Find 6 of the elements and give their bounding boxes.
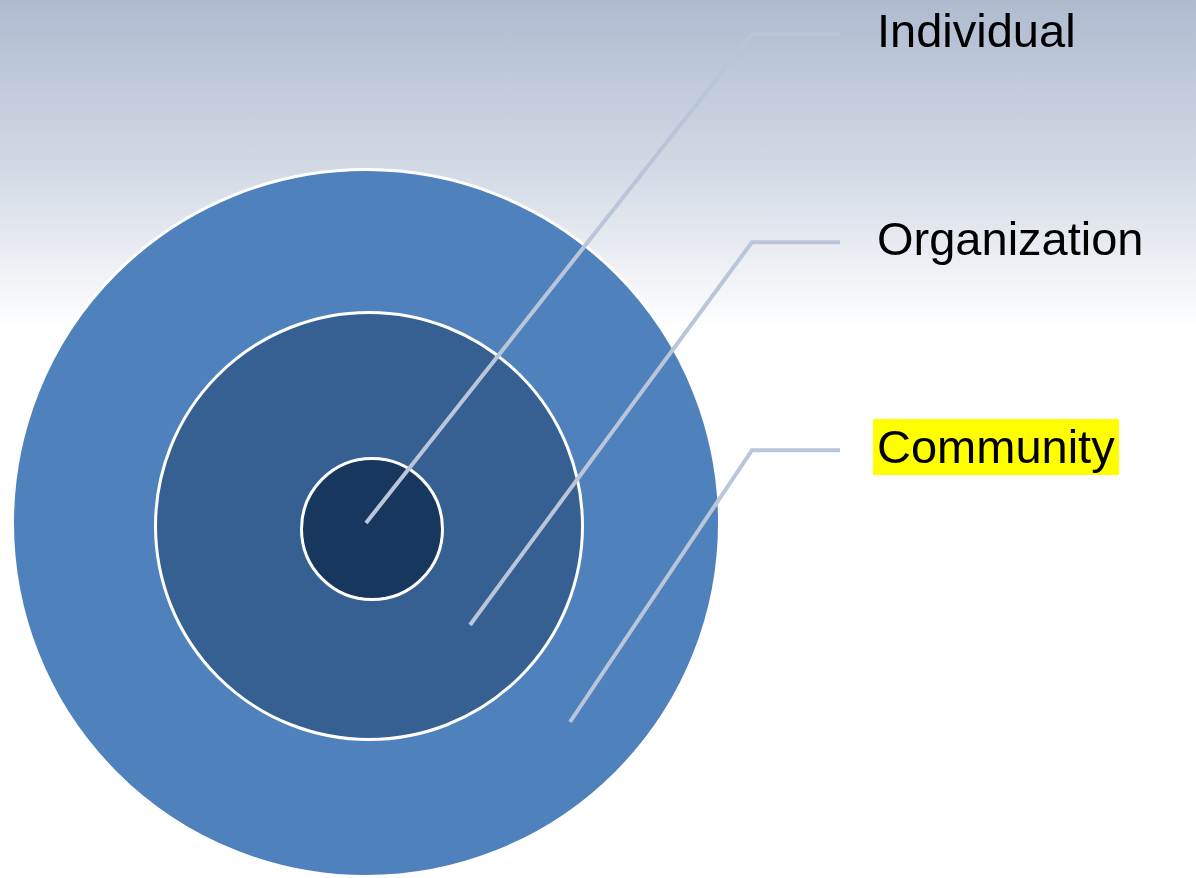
leader-line <box>364 32 840 525</box>
level-label: Individual <box>873 3 1080 60</box>
level-label: Organization <box>873 211 1148 268</box>
leader-line <box>568 448 840 724</box>
leader-line <box>468 240 840 627</box>
level-label: Community <box>873 419 1119 476</box>
